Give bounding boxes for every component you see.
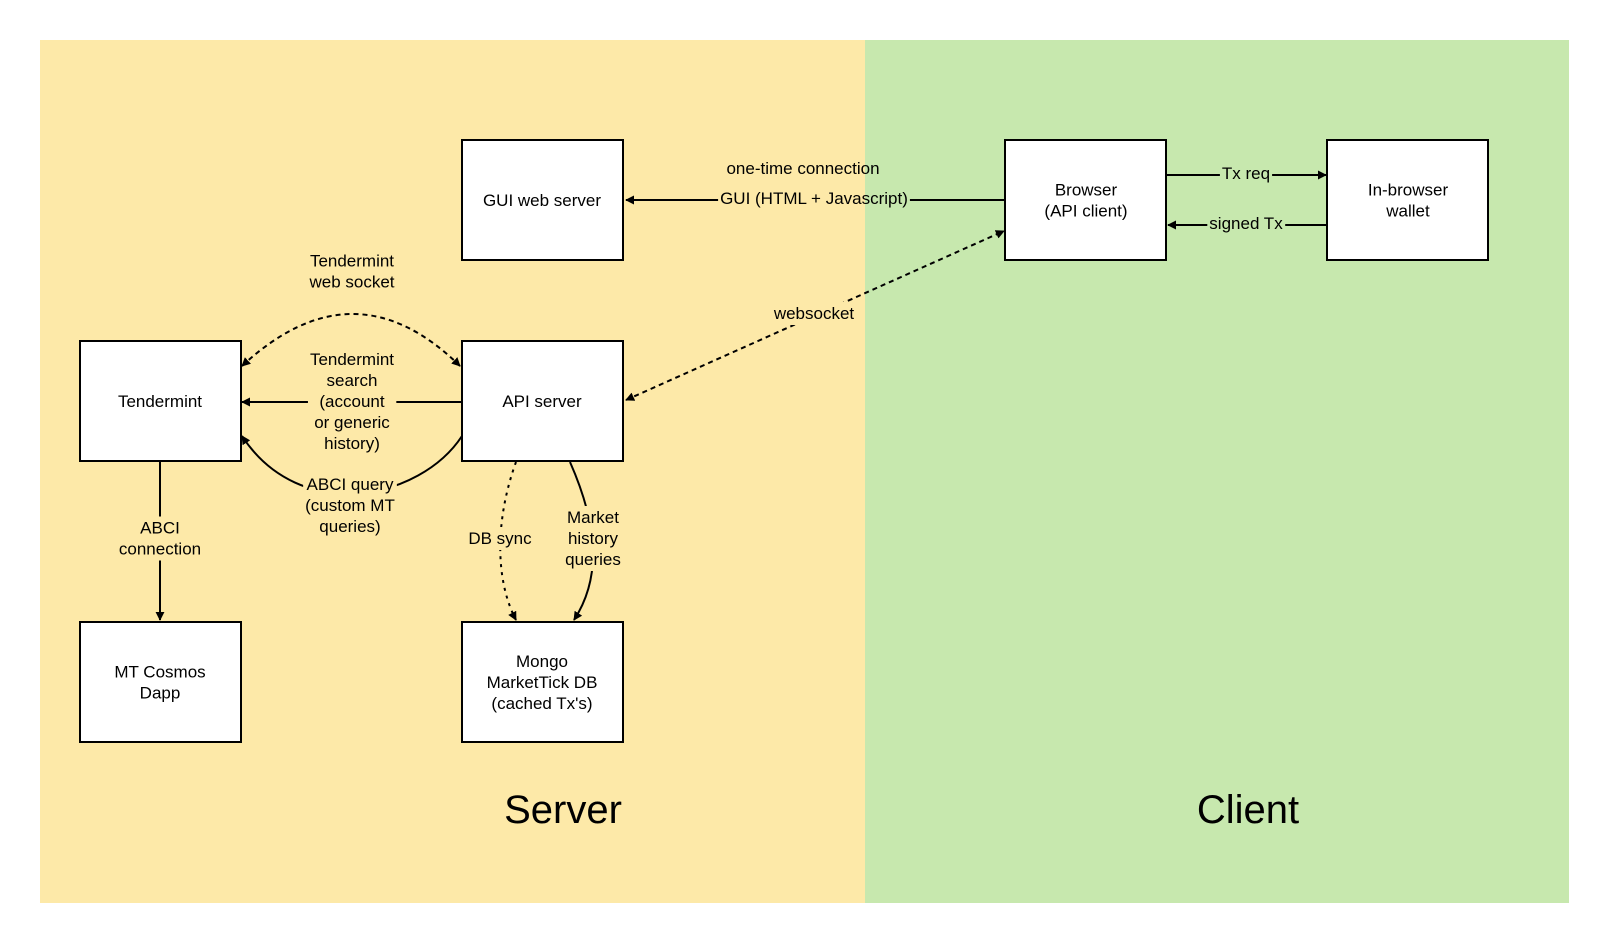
market-history-label: Market history queries — [565, 508, 621, 569]
websocket-label: websocket — [773, 304, 855, 323]
label-background — [466, 527, 535, 550]
tendermint-search-label-line: history) — [324, 434, 380, 453]
label-background — [865, 187, 910, 210]
abci-query-label-line: ABCI query — [307, 475, 394, 494]
label-background — [770, 302, 857, 325]
tendermint-label-line: Tendermint — [118, 392, 202, 411]
abci-connection-label-line: ABCI — [140, 519, 180, 538]
market-history-label-line: Market — [567, 508, 619, 527]
label-background — [563, 506, 623, 571]
label-background — [718, 187, 865, 210]
tendermint-web-socket-label: Tendermint web socket — [308, 252, 394, 292]
browser-label-line: Browser — [1055, 181, 1118, 200]
one-time-connection-label-line: one-time connection — [726, 159, 879, 178]
mt-cosmos-dapp-label-line: Dapp — [140, 684, 181, 703]
one-time-connection-label: one-time connection — [726, 159, 879, 178]
label-background — [307, 348, 397, 455]
server-zone-label: Server — [504, 788, 622, 832]
tendermint-web-socket-label-line: Tendermint — [310, 252, 394, 271]
tx-req-label: Tx req — [1222, 164, 1270, 183]
websocket-label-line: websocket — [773, 304, 855, 323]
tendermint-label: Tendermint — [118, 392, 202, 411]
browser-label: Browser (API client) — [1044, 181, 1127, 221]
edge-tendermint-web-socket — [241, 313, 461, 367]
abci-query-label: ABCI query (custom MT queries) — [305, 475, 395, 536]
market-history-label-line: history — [568, 529, 619, 548]
gui-web-server-label-line: GUI web server — [483, 191, 601, 210]
tendermint-search-label: Tendermint search (account or generic histor… — [310, 350, 394, 453]
wallet-label-line: In-browser — [1368, 181, 1449, 200]
db-sync-label-line: DB sync — [468, 529, 532, 548]
server-zone — [40, 40, 865, 903]
tendermint-node[interactable]: Tendermint — [79, 340, 242, 462]
client-zone-label: Client — [1197, 788, 1299, 832]
wallet-label-line: wallet — [1385, 202, 1430, 221]
gui-html-js-label-line: GUI (HTML + Javascript) — [720, 189, 908, 208]
gui-html-js-label: GUI (HTML + Javascript) — [720, 189, 908, 208]
abci-query-label-line: (custom MT — [305, 496, 395, 515]
browser-label-line: (API client) — [1044, 202, 1127, 221]
wallet-label: In-browser wallet — [1368, 181, 1449, 221]
wallet-node[interactable]: In-browser wallet — [1326, 139, 1489, 261]
gui-web-server-node[interactable]: GUI web server — [461, 139, 624, 261]
browser-node[interactable]: Browser (API client) — [1004, 139, 1167, 261]
abci-connection-label: ABCI connection — [119, 519, 201, 559]
label-background — [303, 473, 397, 538]
market-history-label-line: queries — [565, 550, 621, 569]
signed-tx-label: signed Tx — [1209, 214, 1283, 233]
abci-connection-label-line: connection — [119, 540, 201, 559]
gui-web-server-label: GUI web server — [483, 191, 601, 210]
tendermint-search-label-line: or generic — [314, 413, 390, 432]
edge-db-sync — [499, 461, 517, 621]
abci-query-label-line: queries) — [319, 517, 380, 536]
api-server-label: API server — [502, 392, 582, 411]
mongo-db-label-line: Mongo — [516, 652, 568, 671]
mt-cosmos-dapp-label-line: MT Cosmos — [114, 663, 205, 682]
mongo-db-label-line: (cached Tx's) — [491, 694, 592, 713]
label-background — [1207, 212, 1286, 235]
signed-tx-label-line: signed Tx — [1209, 214, 1283, 233]
api-server-node[interactable]: API server — [461, 340, 624, 462]
tx-req-label-line: Tx req — [1222, 164, 1270, 183]
label-background — [116, 516, 204, 561]
tendermint-search-label-line: (account — [319, 392, 384, 411]
mongo-db-label-line: MarketTick DB — [487, 673, 598, 692]
tendermint-search-label-line: Tendermint — [310, 350, 394, 369]
tendermint-search-label-line: search — [326, 371, 377, 390]
api-server-label-line: API server — [502, 392, 582, 411]
db-sync-label: DB sync — [468, 529, 532, 548]
tendermint-web-socket-label-line: web socket — [308, 273, 394, 292]
label-background — [1219, 162, 1273, 185]
